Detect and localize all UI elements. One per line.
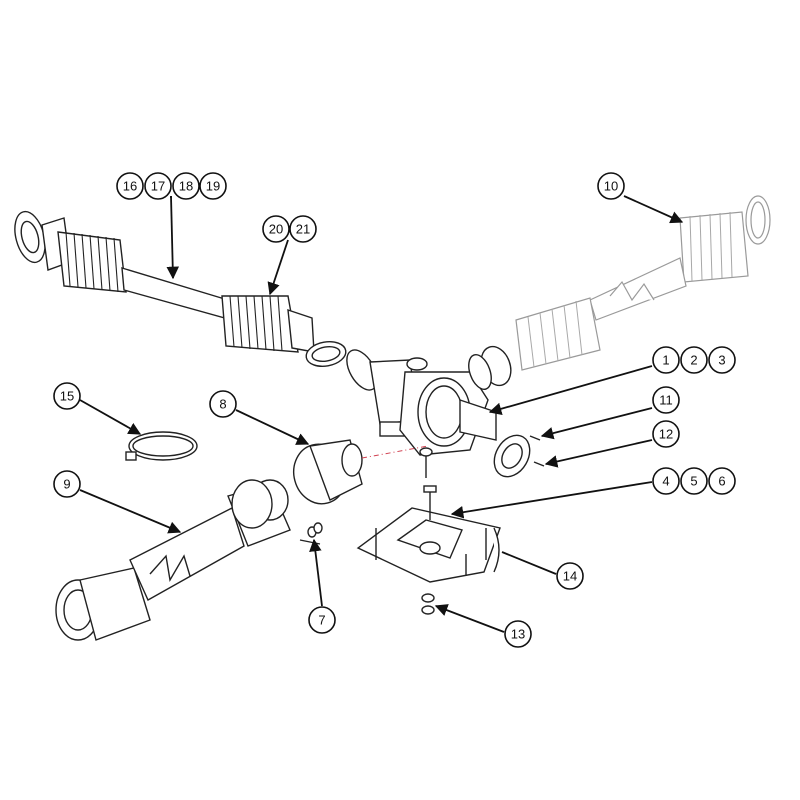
callout-17: 17 <box>144 172 172 200</box>
svg-text:10: 10 <box>604 179 618 194</box>
callout-18: 18 <box>172 172 200 200</box>
svg-text:1: 1 <box>662 353 669 368</box>
callout-6: 6 <box>708 467 736 495</box>
callout-1: 1 <box>652 346 680 374</box>
svg-text:4: 4 <box>662 474 669 489</box>
callout-11: 11 <box>652 386 680 414</box>
callout-13: 13 <box>504 620 532 648</box>
bellows-ribs-right <box>229 295 283 352</box>
leader-4-6 <box>450 481 653 519</box>
upper-right-driveshaft-ghost <box>480 195 771 387</box>
svg-text:21: 21 <box>296 222 310 237</box>
leader-10 <box>623 195 684 224</box>
cone-guard <box>293 439 429 505</box>
svg-text:13: 13 <box>511 627 525 642</box>
leader-8 <box>235 409 310 445</box>
callout-3: 3 <box>708 346 736 374</box>
callout-21: 21 <box>289 215 317 243</box>
svg-text:2: 2 <box>690 353 697 368</box>
svg-text:12: 12 <box>659 427 673 442</box>
upper-left-driveshaft <box>14 210 347 368</box>
hose-clamp <box>125 431 198 461</box>
callout-12: 12 <box>652 420 680 448</box>
output-flange <box>493 434 545 478</box>
leader-1-3 <box>488 365 653 415</box>
svg-text:5: 5 <box>690 474 697 489</box>
svg-text:18: 18 <box>179 179 193 194</box>
callout-5: 5 <box>680 467 708 495</box>
mounting-plate <box>356 485 501 583</box>
callout-2: 2 <box>680 346 708 374</box>
svg-text:8: 8 <box>219 397 226 412</box>
leader-9 <box>79 489 182 534</box>
lower-left-driveshaft <box>55 479 291 641</box>
callout-8: 8 <box>209 390 237 418</box>
leader-12 <box>544 439 653 468</box>
svg-text:7: 7 <box>318 613 325 628</box>
callout-7: 7 <box>308 606 336 634</box>
leader-11 <box>540 407 653 440</box>
leader-16-19 <box>166 195 180 280</box>
callout-10: 10 <box>597 172 625 200</box>
small-screws <box>299 522 323 545</box>
leader-14 <box>501 551 557 575</box>
svg-text:6: 6 <box>718 474 725 489</box>
svg-text:15: 15 <box>60 389 74 404</box>
svg-text:11: 11 <box>659 393 673 408</box>
callout-4: 4 <box>652 467 680 495</box>
bellows-ribs-left <box>65 231 119 293</box>
ghost-bellows-ribs-top <box>689 211 733 282</box>
leader-13 <box>434 604 505 633</box>
callout-15: 15 <box>53 382 81 410</box>
callout-19: 19 <box>199 172 227 200</box>
svg-text:3: 3 <box>718 353 725 368</box>
gearbox <box>346 349 497 478</box>
leader-7 <box>309 538 323 607</box>
svg-text:9: 9 <box>63 477 70 492</box>
callout-14: 14 <box>556 562 584 590</box>
svg-text:17: 17 <box>151 179 165 194</box>
svg-text:16: 16 <box>123 179 137 194</box>
callout-9: 9 <box>53 470 81 498</box>
callout-16: 16 <box>116 172 144 200</box>
svg-text:14: 14 <box>563 569 577 584</box>
svg-text:19: 19 <box>206 179 220 194</box>
leader-20-21 <box>267 239 289 296</box>
svg-text:20: 20 <box>269 222 283 237</box>
leader-15 <box>79 399 142 435</box>
ghost-bellows-ribs-bottom <box>527 300 583 368</box>
bottom-bolts <box>421 593 435 615</box>
callout-20: 20 <box>262 215 290 243</box>
